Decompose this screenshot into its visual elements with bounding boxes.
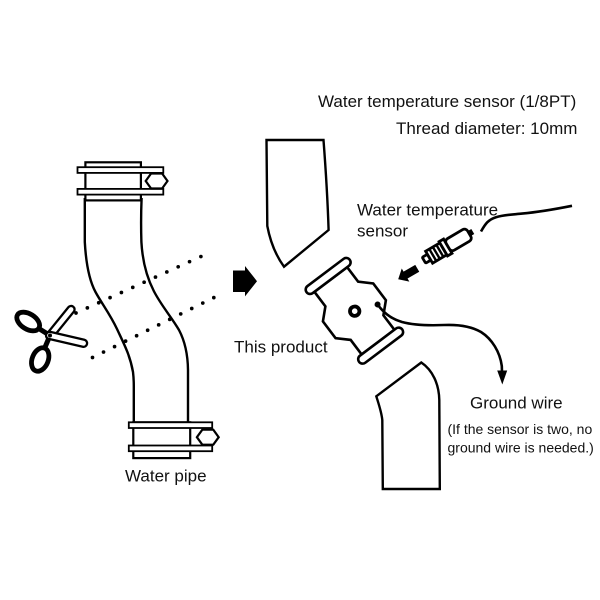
svg-text:sensor: sensor xyxy=(357,222,408,241)
svg-text:This product: This product xyxy=(234,338,328,357)
svg-text:Water pipe: Water pipe xyxy=(125,467,207,486)
svg-text:(If the sensor is two, no: (If the sensor is two, no xyxy=(448,421,593,437)
svg-text:Water temperature: Water temperature xyxy=(357,201,498,220)
svg-text:Water temperature sensor (1/8P: Water temperature sensor (1/8PT) xyxy=(318,92,576,111)
svg-text:ground wire is needed.): ground wire is needed.) xyxy=(448,440,594,456)
svg-text:Ground wire: Ground wire xyxy=(470,394,563,413)
svg-text:Thread diameter: 10mm: Thread diameter: 10mm xyxy=(396,119,577,138)
